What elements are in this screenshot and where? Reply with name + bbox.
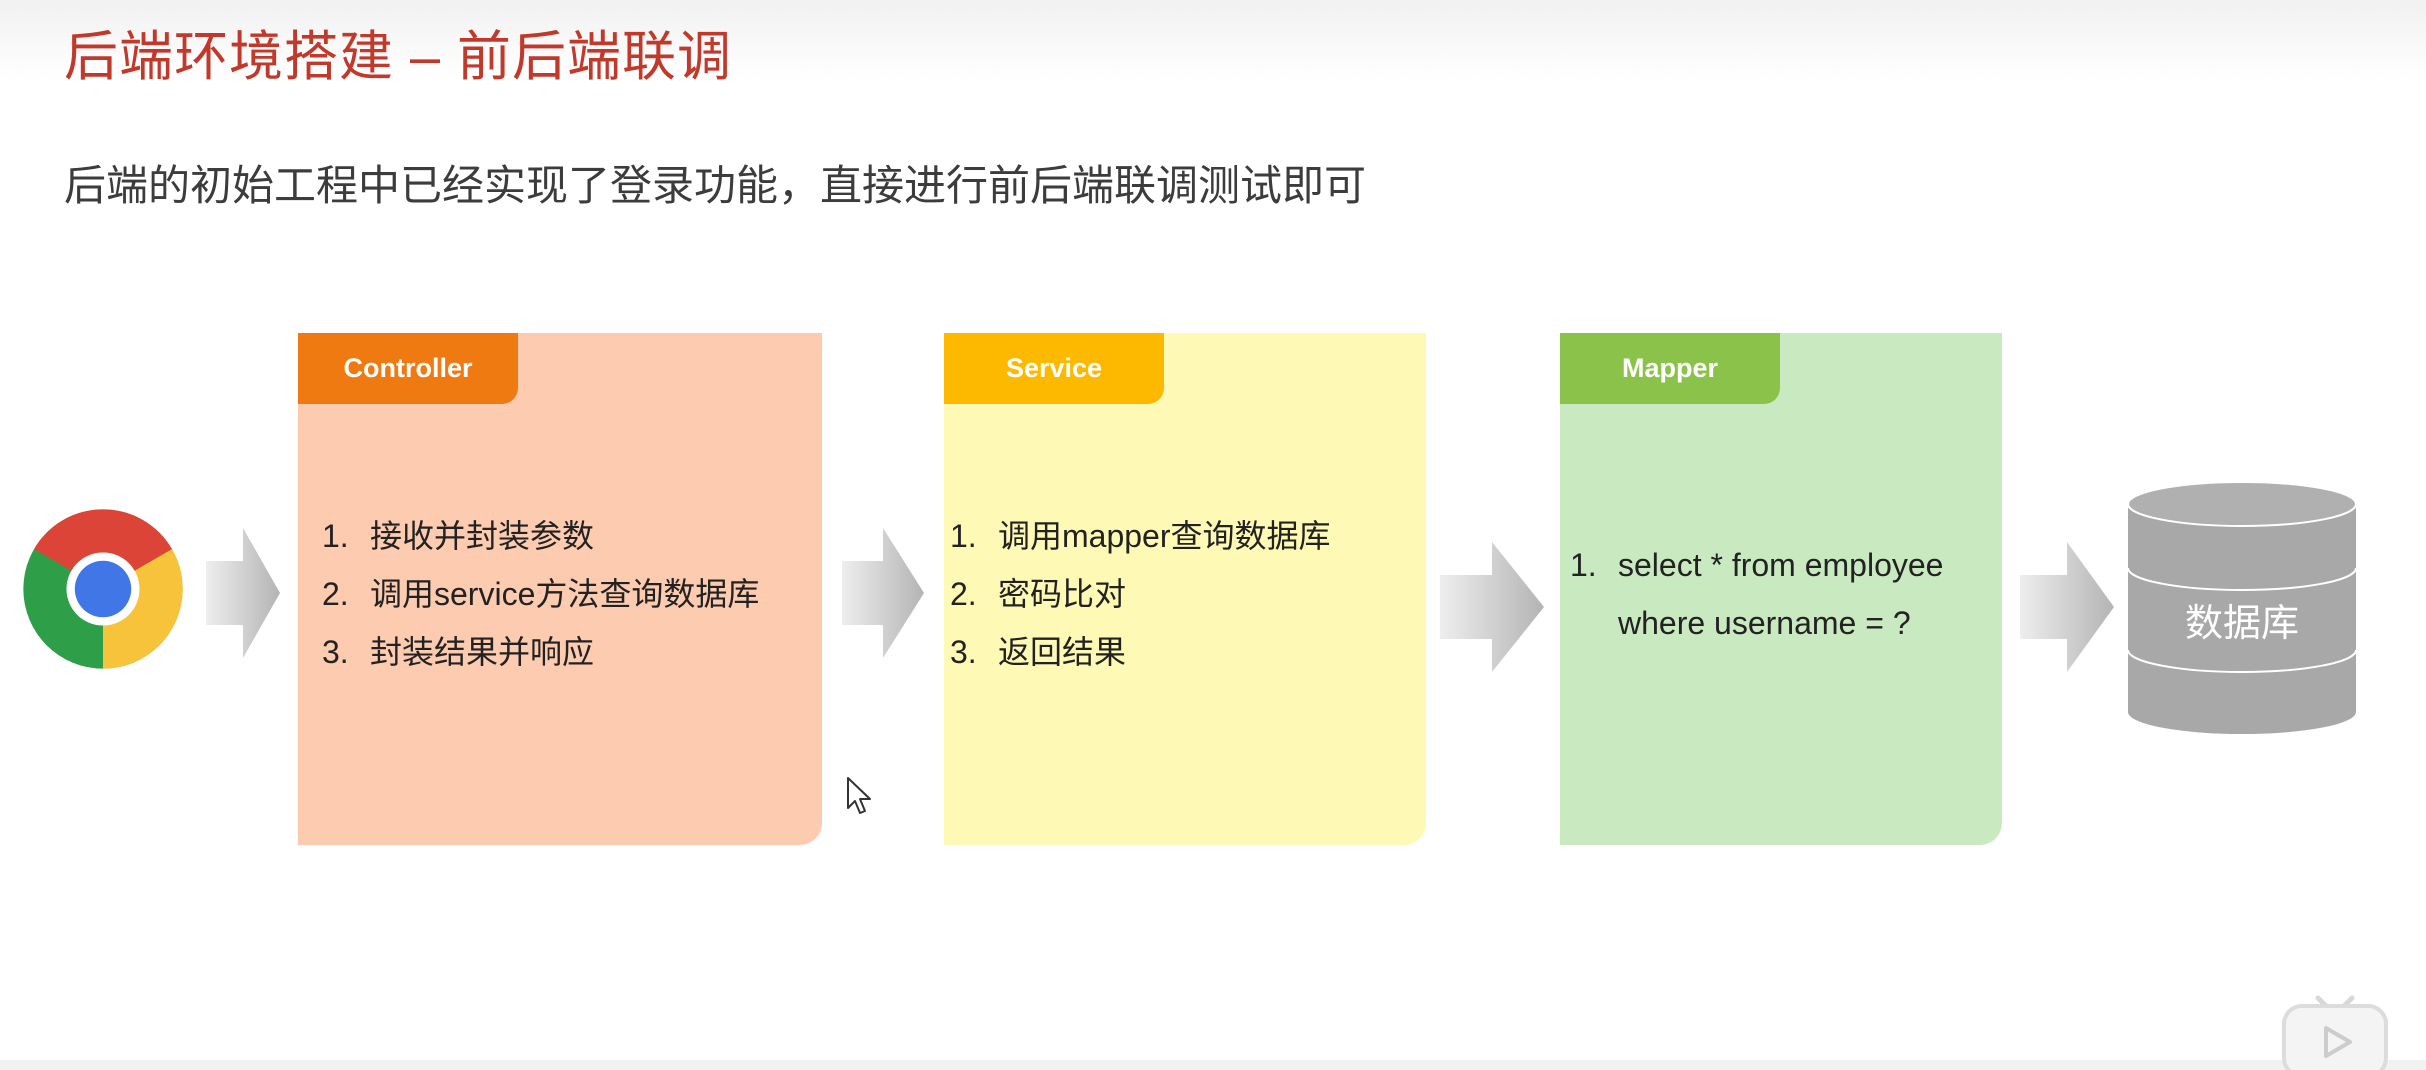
list-item: 2. 密码比对: [950, 565, 1408, 623]
database-label: 数据库: [2184, 603, 2299, 645]
list-item: 2. 调用service方法查询数据库: [322, 565, 804, 623]
list-item-number: 1.: [1570, 547, 1597, 583]
service-tab-label: Service: [944, 333, 1164, 404]
database-cylinder-icon: [2127, 481, 2357, 734]
list-item: 3. 返回结果: [950, 623, 1408, 681]
list-item-text: 返回结果: [998, 634, 1127, 670]
mapper-steps: 1. select * from employee where username …: [1570, 536, 1980, 652]
list-item-number: 1.: [950, 518, 977, 554]
service-steps: 1. 调用mapper查询数据库 2. 密码比对 3. 返回结果: [950, 507, 1408, 681]
list-item-number: 3.: [322, 634, 349, 670]
arrow-icon-mapper-to-database: [2020, 542, 2114, 672]
chrome-browser-icon: [23, 509, 183, 669]
list-item: 1. 接收并封装参数: [322, 507, 804, 565]
service-card: Service 1. 调用mapper查询数据库 2. 密码比对 3. 返回结果: [944, 333, 1426, 845]
list-item-text: 调用service方法查询数据库: [370, 576, 760, 612]
mapper-tab-label: Mapper: [1560, 333, 1780, 404]
mapper-card: Mapper 1. select * from employee where us…: [1560, 333, 2002, 845]
list-item: 3. 封装结果并响应: [322, 623, 804, 681]
arrow-icon-browser-to-controller: [206, 528, 280, 658]
controller-card: Controller 1. 接收并封装参数 2. 调用service方法查询数据库 …: [298, 333, 822, 845]
list-item: 1. select * from employee where username …: [1570, 536, 1980, 652]
controller-steps: 1. 接收并封装参数 2. 调用service方法查询数据库 3. 封装结果并响应: [322, 507, 804, 681]
database: 数据库: [2126, 480, 2358, 736]
list-item-number: 2.: [950, 576, 977, 612]
list-item-text: 接收并封装参数: [370, 518, 595, 554]
list-item-number: 3.: [950, 634, 977, 670]
play-button-icon[interactable]: [2280, 990, 2390, 1070]
list-item-number: 2.: [322, 576, 349, 612]
slide-subtitle: 后端的初始工程中已经实现了登录功能，直接进行前后端联调测试即可: [64, 162, 1367, 209]
list-item-text: 密码比对: [998, 576, 1127, 612]
arrow-icon-service-to-mapper: [1440, 542, 1544, 672]
controller-tab-label: Controller: [298, 333, 518, 404]
slide-title: 后端环境搭建 – 前后端联调: [64, 27, 733, 87]
arrow-icon-controller-to-service: [842, 528, 924, 658]
list-item-number: 1.: [322, 518, 349, 554]
list-item: 1. 调用mapper查询数据库: [950, 507, 1408, 565]
list-item-text: 封装结果并响应: [370, 634, 595, 670]
mouse-pointer-icon: [847, 777, 871, 814]
list-item-text: select * from employee where username = …: [1618, 547, 1944, 641]
list-item-text: 调用mapper查询数据库: [998, 518, 1331, 554]
